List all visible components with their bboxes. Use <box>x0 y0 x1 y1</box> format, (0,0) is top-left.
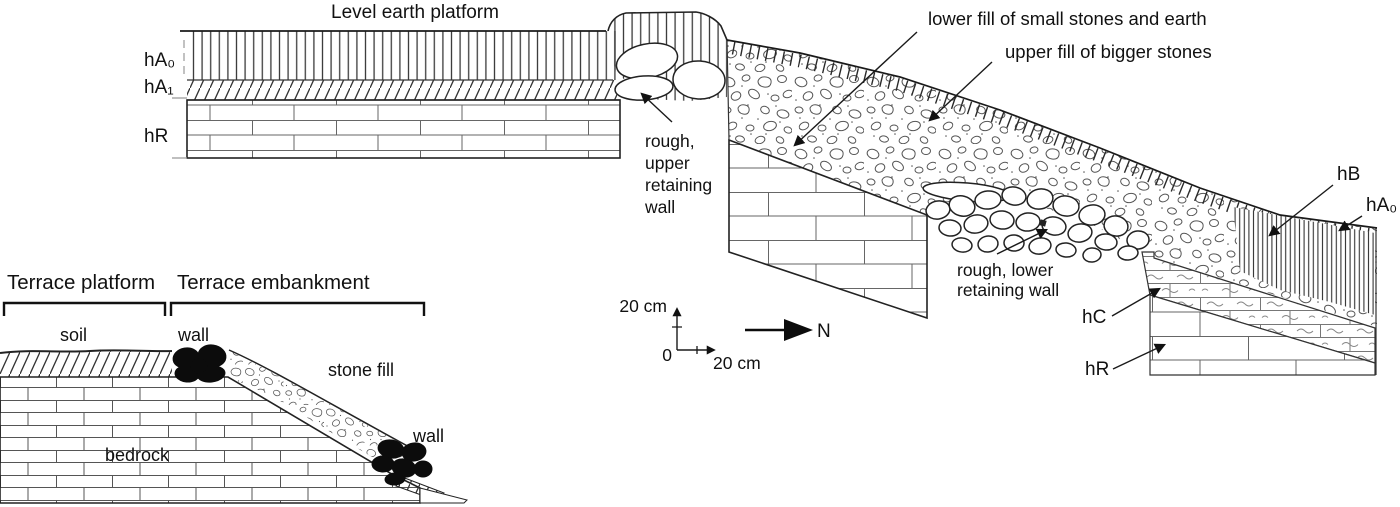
lower-retaining-wall <box>922 181 1150 263</box>
north-arrowhead <box>784 319 813 341</box>
north-arrow: N <box>745 319 831 342</box>
label-hR-right: hR <box>1085 359 1109 380</box>
hA0-layer <box>187 31 617 80</box>
label-rough-lower-wall: rough, lower retaining wall <box>957 260 1059 300</box>
boulder <box>672 60 726 100</box>
inset-wall-bottom-label: wall <box>412 426 444 446</box>
scale-vertical-label: 20 cm <box>619 296 667 316</box>
main-cross-section: Level earth platform hA₀ hA₁ hR lower fi… <box>144 2 1397 380</box>
inset-platform-heading: Terrace platform <box>7 271 155 294</box>
label-hA0-left: hA₀ <box>144 50 175 71</box>
embankment-bracket <box>169 301 426 316</box>
scale-origin-label: 0 <box>662 345 672 365</box>
label-hA0-right: hA₀ <box>1366 195 1397 216</box>
inset-soil-layer <box>0 349 173 377</box>
inset-soil-label: soil <box>60 325 87 345</box>
title-level-earth-platform: Level earth platform <box>331 2 499 23</box>
inset-wall-top-label: wall <box>177 325 209 345</box>
inset-embankment-heading: Terrace embankment <box>177 271 370 294</box>
left-platform <box>172 31 621 159</box>
label-hR-left: hR <box>144 126 168 147</box>
label-hC: hC <box>1082 307 1106 328</box>
middle-bedrock-block <box>728 138 928 320</box>
scale-bar: 20 cm 0 20 cm <box>619 296 760 373</box>
svg-text:rough, lower: rough, lower <box>957 260 1053 280</box>
scale-horizontal-label: 20 cm <box>713 353 761 373</box>
north-label: N <box>817 321 831 342</box>
svg-text:rough,: rough, <box>645 131 695 151</box>
upper-retaining-wall <box>607 11 730 141</box>
platform-bracket <box>2 301 167 316</box>
inset-stone-fill-label: stone fill <box>328 360 394 380</box>
label-lower-fill: lower fill of small stones and earth <box>928 8 1207 29</box>
inset-slope-tail <box>419 487 468 504</box>
inset-bedrock-label: bedrock <box>105 445 170 465</box>
inset-upper-wall <box>172 344 227 383</box>
inset-lower-wall <box>371 439 433 486</box>
label-rough-upper-wall: rough, upper retaining wall <box>644 131 712 217</box>
left-hR-block <box>186 99 621 159</box>
inset-stone-fill <box>228 349 414 471</box>
label-hB: hB <box>1337 164 1360 185</box>
svg-text:retaining wall: retaining wall <box>957 280 1059 300</box>
svg-text:wall: wall <box>644 197 675 217</box>
surface-tick-hatch <box>731 41 1374 242</box>
label-hA1-left: hA₁ <box>144 77 174 98</box>
label-upper-fill: upper fill of bigger stones <box>1005 41 1212 62</box>
ground-surface-line <box>180 30 1378 229</box>
inset-terrace-schematic: Terrace platform Terrace embankment <box>0 271 468 504</box>
stone-fill-region <box>727 40 1377 327</box>
svg-text:retaining: retaining <box>645 175 712 195</box>
annotation-arrows <box>640 31 1363 370</box>
hA1-layer <box>187 80 617 100</box>
right-hR-block <box>1149 294 1376 376</box>
svg-text:upper: upper <box>645 153 690 173</box>
